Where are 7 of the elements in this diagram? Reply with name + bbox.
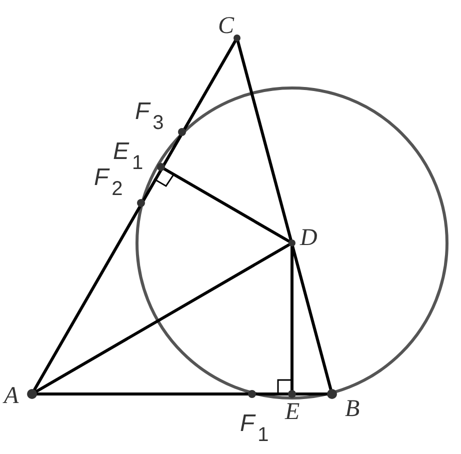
point-label: F$_{3}$ bbox=[135, 100, 164, 135]
point-label: B bbox=[345, 397, 360, 421]
point-label: F$_{1}$ bbox=[240, 412, 269, 447]
point-label: C bbox=[218, 14, 234, 38]
point-label: D bbox=[300, 226, 318, 250]
point-label: E bbox=[285, 400, 300, 424]
point-label: A bbox=[4, 384, 19, 408]
